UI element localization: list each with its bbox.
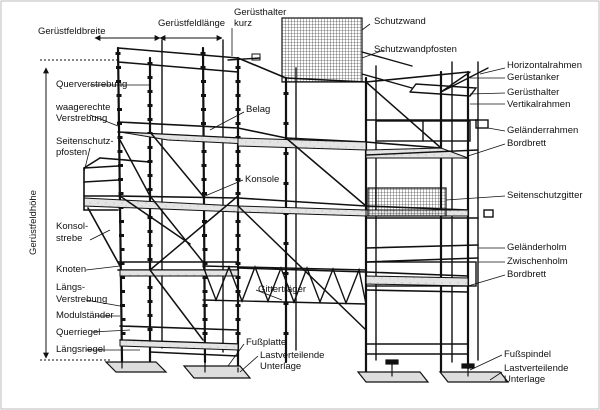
label-konsole: Konsole [245, 174, 279, 185]
label-laengsverstrebung-2: Verstrebung [56, 294, 107, 305]
label-geruestfeldhoehe: Gerüstfeldhöhe [28, 190, 39, 255]
label-gelaenderholm: Geländerholm [507, 242, 567, 253]
label-gittertraeger: Gitterträger [258, 284, 306, 295]
label-fussplatte: Fußplatte [246, 337, 286, 348]
label-lastverteilende-right-1: Lastverteilende [504, 363, 568, 374]
label-fussspindel: Fußspindel [504, 349, 551, 360]
label-konsolstrebe-2: strebe [56, 233, 82, 244]
label-geruesthalter-kurz-1: Gerüsthalter [234, 7, 286, 18]
label-geruestfeldlaenge: Gerüstfeldlänge [158, 18, 225, 29]
right-guardrail-frames [365, 120, 479, 287]
label-bordbrett-top: Bordbrett [507, 138, 546, 149]
label-waagerechte-1: waagerechte [55, 102, 110, 113]
horizontal-frame-top [409, 67, 494, 218]
label-gelaenderrahmen: Geländerrahmen [507, 125, 578, 136]
label-lastverteilende-left-1: Lastverteilende [260, 350, 324, 361]
bracket-console [83, 157, 151, 267]
label-querriegel: Querriegel [56, 327, 100, 338]
leader-lines [83, 23, 506, 381]
label-bordbrett-bottom: Bordbrett [507, 269, 546, 280]
label-horizontalrahmen: Horizontalrahmen [507, 60, 582, 71]
label-schutzwandpfosten: Schutzwandpfosten [374, 44, 457, 55]
label-laengsverstrebung-1: Längs- [56, 282, 85, 293]
dimension-lines [40, 35, 223, 361]
decks [83, 131, 469, 351]
label-schutzwand: Schutzwand [374, 16, 426, 27]
side-protection-mesh [367, 187, 447, 217]
label-belag: Belag [246, 104, 270, 115]
lattice-girder [202, 265, 367, 305]
label-lastverteilende-left-2: Unterlage [260, 361, 301, 372]
label-knoten: Knoten [56, 264, 86, 275]
label-geruesthalter-kurz-2: kurz [234, 18, 252, 29]
label-querverstrebung: Querverstrebung [56, 79, 127, 90]
label-seitenschutzpfosten-2: pfosten [56, 147, 87, 158]
label-laengsriegel: Längsriegel [56, 344, 105, 355]
label-zwischenholm: Zwischenholm [507, 256, 568, 267]
label-waagerechte-2: Verstrebung [56, 113, 107, 124]
protective-wall-mesh [281, 17, 363, 83]
label-konsolstrebe-1: Konsol- [56, 221, 88, 232]
label-geruestanker: Gerüstanker [507, 72, 559, 83]
label-seitenschutzgitter: Seitenschutzgitter [507, 190, 583, 201]
label-seitenschutzpfosten-1: Seitenschutz- [56, 136, 114, 147]
modular-standards [116, 46, 470, 374]
labels: Gerüstfeldbreite Gerüstfeldlänge Gerüsth… [28, 7, 583, 385]
label-geruestfeldbreite: Gerüstfeldbreite [38, 26, 106, 37]
label-vertikalrahmen: Vertikalrahmen [507, 99, 570, 110]
label-geruesthalter: Gerüsthalter [507, 87, 559, 98]
base-plates [104, 359, 510, 383]
label-lastverteilende-right-2: Unterlage [504, 374, 545, 385]
label-modulstaender: Modulständer [56, 310, 114, 321]
scaffold-structure [83, 17, 510, 383]
